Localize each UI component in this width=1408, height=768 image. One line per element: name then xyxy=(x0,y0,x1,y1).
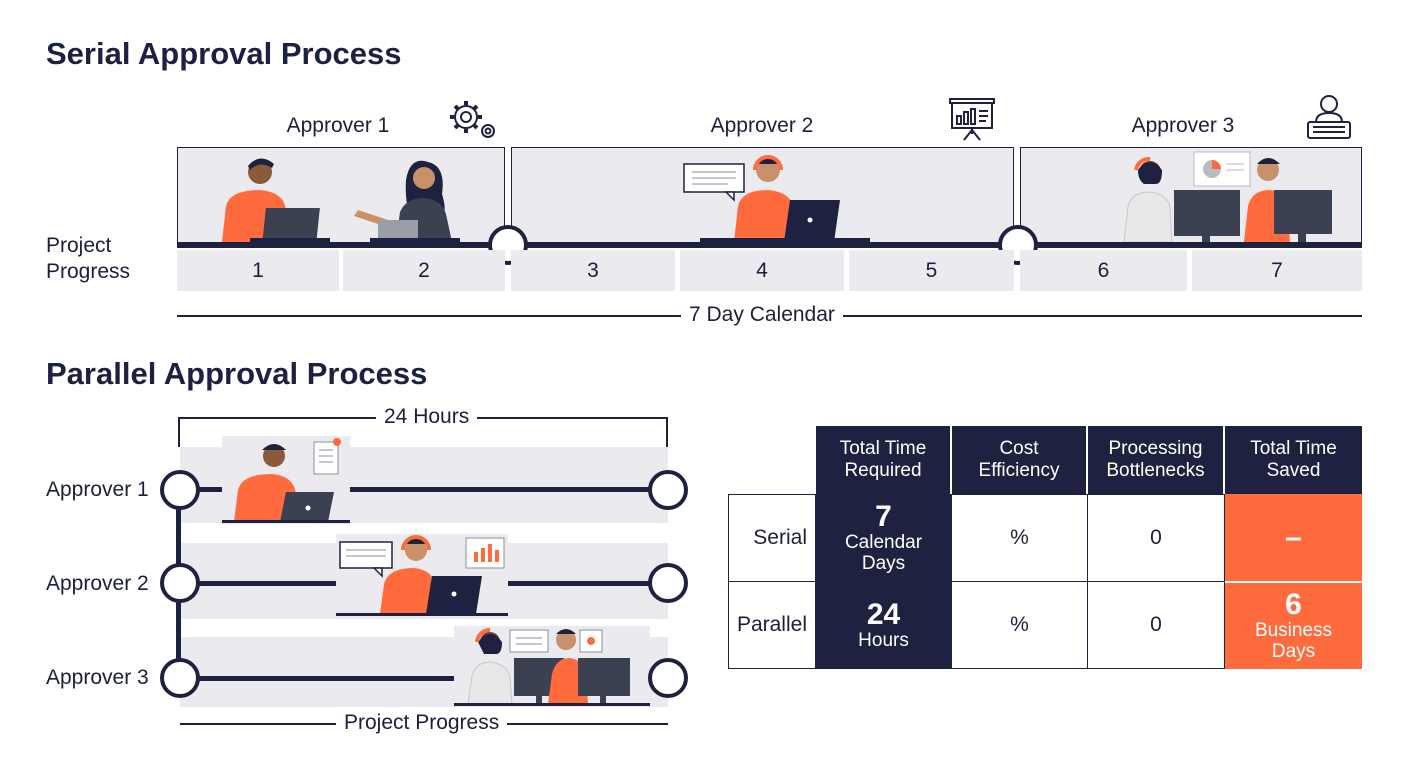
table-cell-serial-time: 7 Calendar Days xyxy=(816,494,951,582)
parallel-end-node-1 xyxy=(648,470,688,510)
parallel-title: Parallel Approval Process xyxy=(46,356,428,391)
table-cell-parallel-time: 24 Hours xyxy=(816,582,951,669)
parallel-time-value: 24 xyxy=(866,598,901,631)
calendar-label: 7 Day Calendar xyxy=(681,303,843,327)
laptop-icon xyxy=(784,200,840,242)
table-row-label-parallel: Parallel xyxy=(728,581,816,669)
parallel-end-node-2 xyxy=(648,563,688,603)
approver-1-illustration xyxy=(222,158,460,242)
chat-bubble-icon xyxy=(683,163,745,202)
parallel-start-node-2 xyxy=(160,563,200,603)
parallel-line-1 xyxy=(180,487,668,492)
table-header-cost-efficiency: Cost Efficiency xyxy=(952,426,1086,494)
day-cell: 1 xyxy=(177,250,339,291)
table-cell-serial-bottlenecks: 0 xyxy=(1087,494,1225,582)
parallel-approver-1-label: Approver 1 xyxy=(46,478,149,501)
table-row-label-serial: Serial xyxy=(728,494,816,582)
parallel-approver-3-label: Approver 3 xyxy=(46,666,149,689)
parallel-line-3 xyxy=(180,676,668,681)
serial-progress-bar xyxy=(177,242,1362,248)
table-header-time-saved: Total Time Saved xyxy=(1225,426,1362,494)
serial-approver-1-label: Approver 1 xyxy=(286,114,390,137)
progress-label: Project Progress xyxy=(336,711,508,735)
serial-title: Serial Approval Process xyxy=(46,36,402,71)
parallel-time-unit: Hours xyxy=(858,630,909,651)
monitor-icon xyxy=(1174,190,1240,242)
headset-icon xyxy=(753,155,783,171)
serial-row-label: Project Progress xyxy=(46,234,131,283)
parallel-end-node-3 xyxy=(648,658,688,698)
day-cell: 6 xyxy=(1020,250,1187,291)
pie-chart-icon xyxy=(1193,151,1251,187)
duration-label: 24 Hours xyxy=(376,405,478,429)
presentation-board-icon xyxy=(949,98,995,141)
day-cell: 2 xyxy=(343,250,505,291)
table-cell-parallel-bottlenecks: 0 xyxy=(1087,581,1225,669)
day-cell: 3 xyxy=(511,250,675,291)
parallel-saved-unit: Business Days xyxy=(1254,620,1333,662)
parallel-approver-3-illustration xyxy=(454,626,650,706)
serial-approver-3-label: Approver 3 xyxy=(1131,114,1235,137)
parallel-approver-2-label: Approver 2 xyxy=(46,572,149,595)
table-cell-serial-saved: – xyxy=(1225,494,1362,581)
table-cell-parallel-cost: % xyxy=(951,581,1088,669)
parallel-approver-1-illustration xyxy=(222,436,350,524)
table-cell-parallel-saved: 6 Business Days xyxy=(1225,582,1362,669)
document-icon xyxy=(313,438,341,475)
serial-time-unit: Calendar Days xyxy=(844,532,923,574)
approver-2-illustration xyxy=(683,155,870,242)
serial-saved-value: – xyxy=(1285,520,1302,554)
serial-time-value: 7 xyxy=(875,500,892,533)
parallel-approver-2-illustration xyxy=(336,534,508,616)
day-cell: 5 xyxy=(849,250,1014,291)
table-header-total-time: Total Time Required xyxy=(816,426,950,494)
bar-chart-icon xyxy=(465,537,505,569)
user-keyboard-icon xyxy=(1307,95,1351,139)
serial-approver-2-label: Approver 2 xyxy=(710,114,814,137)
gear-icon xyxy=(450,101,495,138)
day-cell: 4 xyxy=(680,250,844,291)
approver-3-illustration xyxy=(1123,151,1332,243)
table-cell-serial-cost: % xyxy=(951,494,1088,582)
table-header-bottlenecks: Processing Bottlenecks xyxy=(1088,426,1223,494)
parallel-start-node-3 xyxy=(160,658,200,698)
day-cell: 7 xyxy=(1192,250,1362,291)
parallel-start-node-1 xyxy=(160,470,200,510)
parallel-saved-value: 6 xyxy=(1285,588,1302,621)
